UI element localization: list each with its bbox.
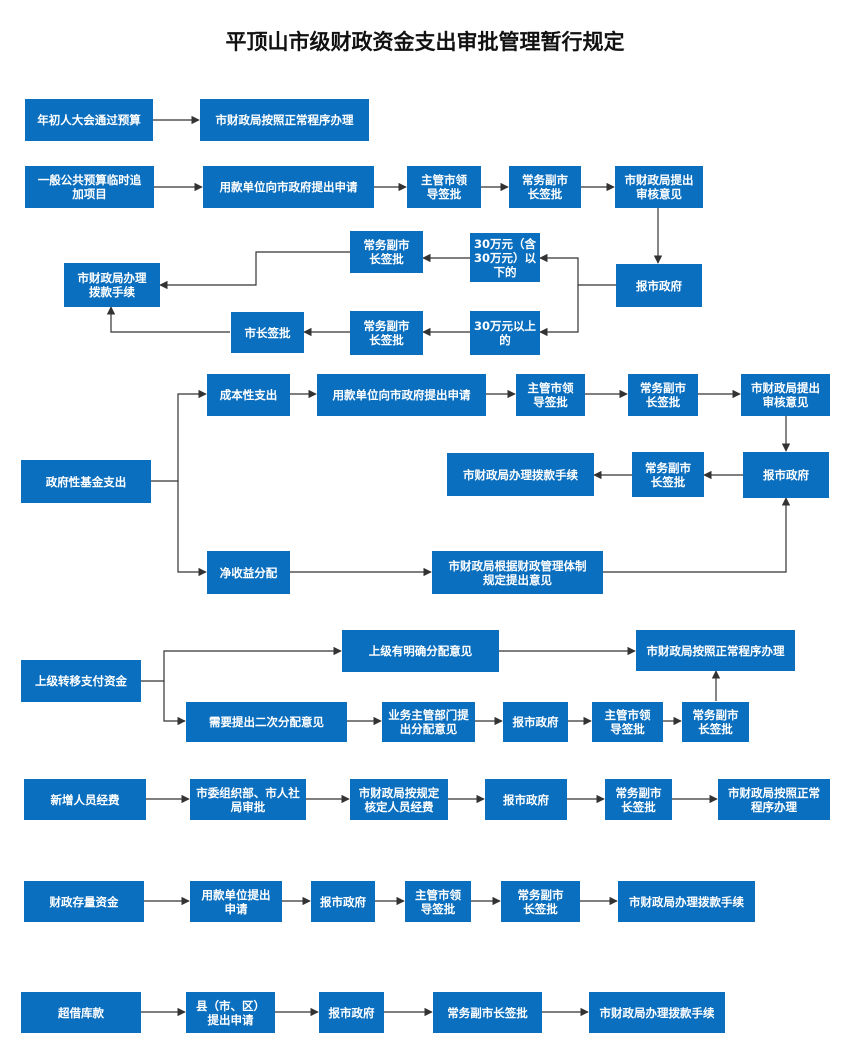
page-title: 平顶山市级财政资金支出审批管理暂行规定 bbox=[225, 30, 625, 54]
node-unit-apply: 用款单位向市政府提出申请 bbox=[203, 166, 374, 208]
node-county-apply: 县（市、区） 提出申请 bbox=[186, 992, 275, 1033]
node-exec-vice-mayor: 常务副市 长签批 bbox=[350, 311, 423, 355]
node-exec-vice-mayor: 常务副市 长签批 bbox=[501, 881, 580, 922]
node-finance-staff-funds: 市财政局按规定 核定人员经费 bbox=[350, 779, 448, 820]
node-leader-approve: 主管市领 导签批 bbox=[516, 374, 585, 416]
node-over-300k: 30万元以上 的 bbox=[470, 311, 540, 355]
node-gov-fund: 政府性基金支出 bbox=[21, 460, 151, 503]
node-overdraft-treasury: 超借库款 bbox=[21, 992, 141, 1033]
node-mayor-approve: 市长签批 bbox=[231, 312, 304, 353]
node-exec-vice-mayor: 常务副市 长签批 bbox=[632, 452, 704, 497]
node-report-government: 报市政府 bbox=[616, 264, 702, 307]
node-secondary-allocation: 需要提出二次分配意见 bbox=[186, 702, 347, 742]
node-net-income: 净收益分配 bbox=[207, 551, 290, 594]
node-finance-disburse: 市财政局办理拨款手续 bbox=[618, 881, 755, 922]
node-report-government: 报市政府 bbox=[319, 992, 384, 1033]
node-transfer-funds: 上级转移支付资金 bbox=[21, 660, 141, 702]
node-fiscal-stock: 财政存量资金 bbox=[24, 881, 144, 922]
node-leader-approve: 主管市领 导签批 bbox=[592, 702, 663, 742]
node-finance-review: 市财政局提出 审核意见 bbox=[615, 166, 703, 208]
node-leader-approve: 主管市领 导签批 bbox=[407, 166, 481, 208]
connector bbox=[603, 497, 791, 573]
node-normal-procedure: 市财政局按照正常程序办理 bbox=[636, 630, 795, 671]
node-cost-expense: 成本性支出 bbox=[207, 374, 290, 416]
connector bbox=[141, 646, 342, 682]
node-exec-vice-mayor: 常务副市 长签批 bbox=[682, 702, 749, 742]
node-unit-apply: 用款单位向市政府提出申请 bbox=[317, 374, 486, 416]
node-normal-procedure: 市财政局按照正常程序办理 bbox=[200, 99, 369, 141]
node-hr-approve: 市委组织部、市人社 局审批 bbox=[190, 779, 306, 820]
connector bbox=[163, 681, 186, 726]
node-finance-disburse: 市财政局办理拨款手续 bbox=[447, 453, 594, 496]
node-annual-budget: 年初人大会通过预算 bbox=[25, 99, 153, 141]
node-finance-opinion: 市财政局根据财政管理体制 规定提出意见 bbox=[432, 551, 603, 594]
node-normal-procedure: 市财政局按照正常 程序办理 bbox=[718, 779, 830, 820]
node-exec-vice-mayor: 常务副市 长签批 bbox=[509, 166, 581, 208]
node-leader-approve: 主管市领 导签批 bbox=[405, 881, 471, 922]
node-finance-review: 市财政局提出 审核意见 bbox=[741, 374, 830, 416]
node-exec-vice-mayor: 常务副市 长签批 bbox=[628, 374, 698, 416]
node-dept-opinion: 业务主管部门提 出分配意见 bbox=[382, 702, 475, 742]
connector bbox=[177, 481, 207, 577]
connector bbox=[539, 285, 579, 337]
connector bbox=[151, 389, 207, 482]
connector bbox=[106, 306, 230, 333]
connector bbox=[159, 251, 350, 290]
node-report-government: 报市政府 bbox=[485, 779, 567, 820]
node-report-government: 报市政府 bbox=[743, 452, 829, 498]
node-report-government: 报市政府 bbox=[311, 881, 375, 922]
node-unit-apply: 用款单位提出 申请 bbox=[190, 881, 282, 922]
node-exec-vice-mayor: 常务副市 长签批 bbox=[350, 231, 423, 273]
node-exec-vice-mayor: 常务副市 长签批 bbox=[605, 779, 672, 820]
node-report-government: 报市政府 bbox=[503, 702, 568, 742]
connector bbox=[539, 253, 616, 286]
node-under-300k: 30万元（含 30万元）以 下的 bbox=[470, 233, 540, 282]
node-new-staff-funds: 新增人员经费 bbox=[24, 779, 146, 820]
node-clear-allocation: 上级有明确分配意见 bbox=[342, 630, 499, 672]
node-exec-vice-mayor: 常务副市长签批 bbox=[433, 992, 542, 1033]
node-finance-disburse: 市财政局办理拨款手续 bbox=[589, 992, 725, 1033]
node-temporary-addition: 一般公共预算临时追 加项目 bbox=[25, 166, 154, 208]
node-finance-disburse: 市财政局办理 拨款手续 bbox=[64, 263, 160, 307]
